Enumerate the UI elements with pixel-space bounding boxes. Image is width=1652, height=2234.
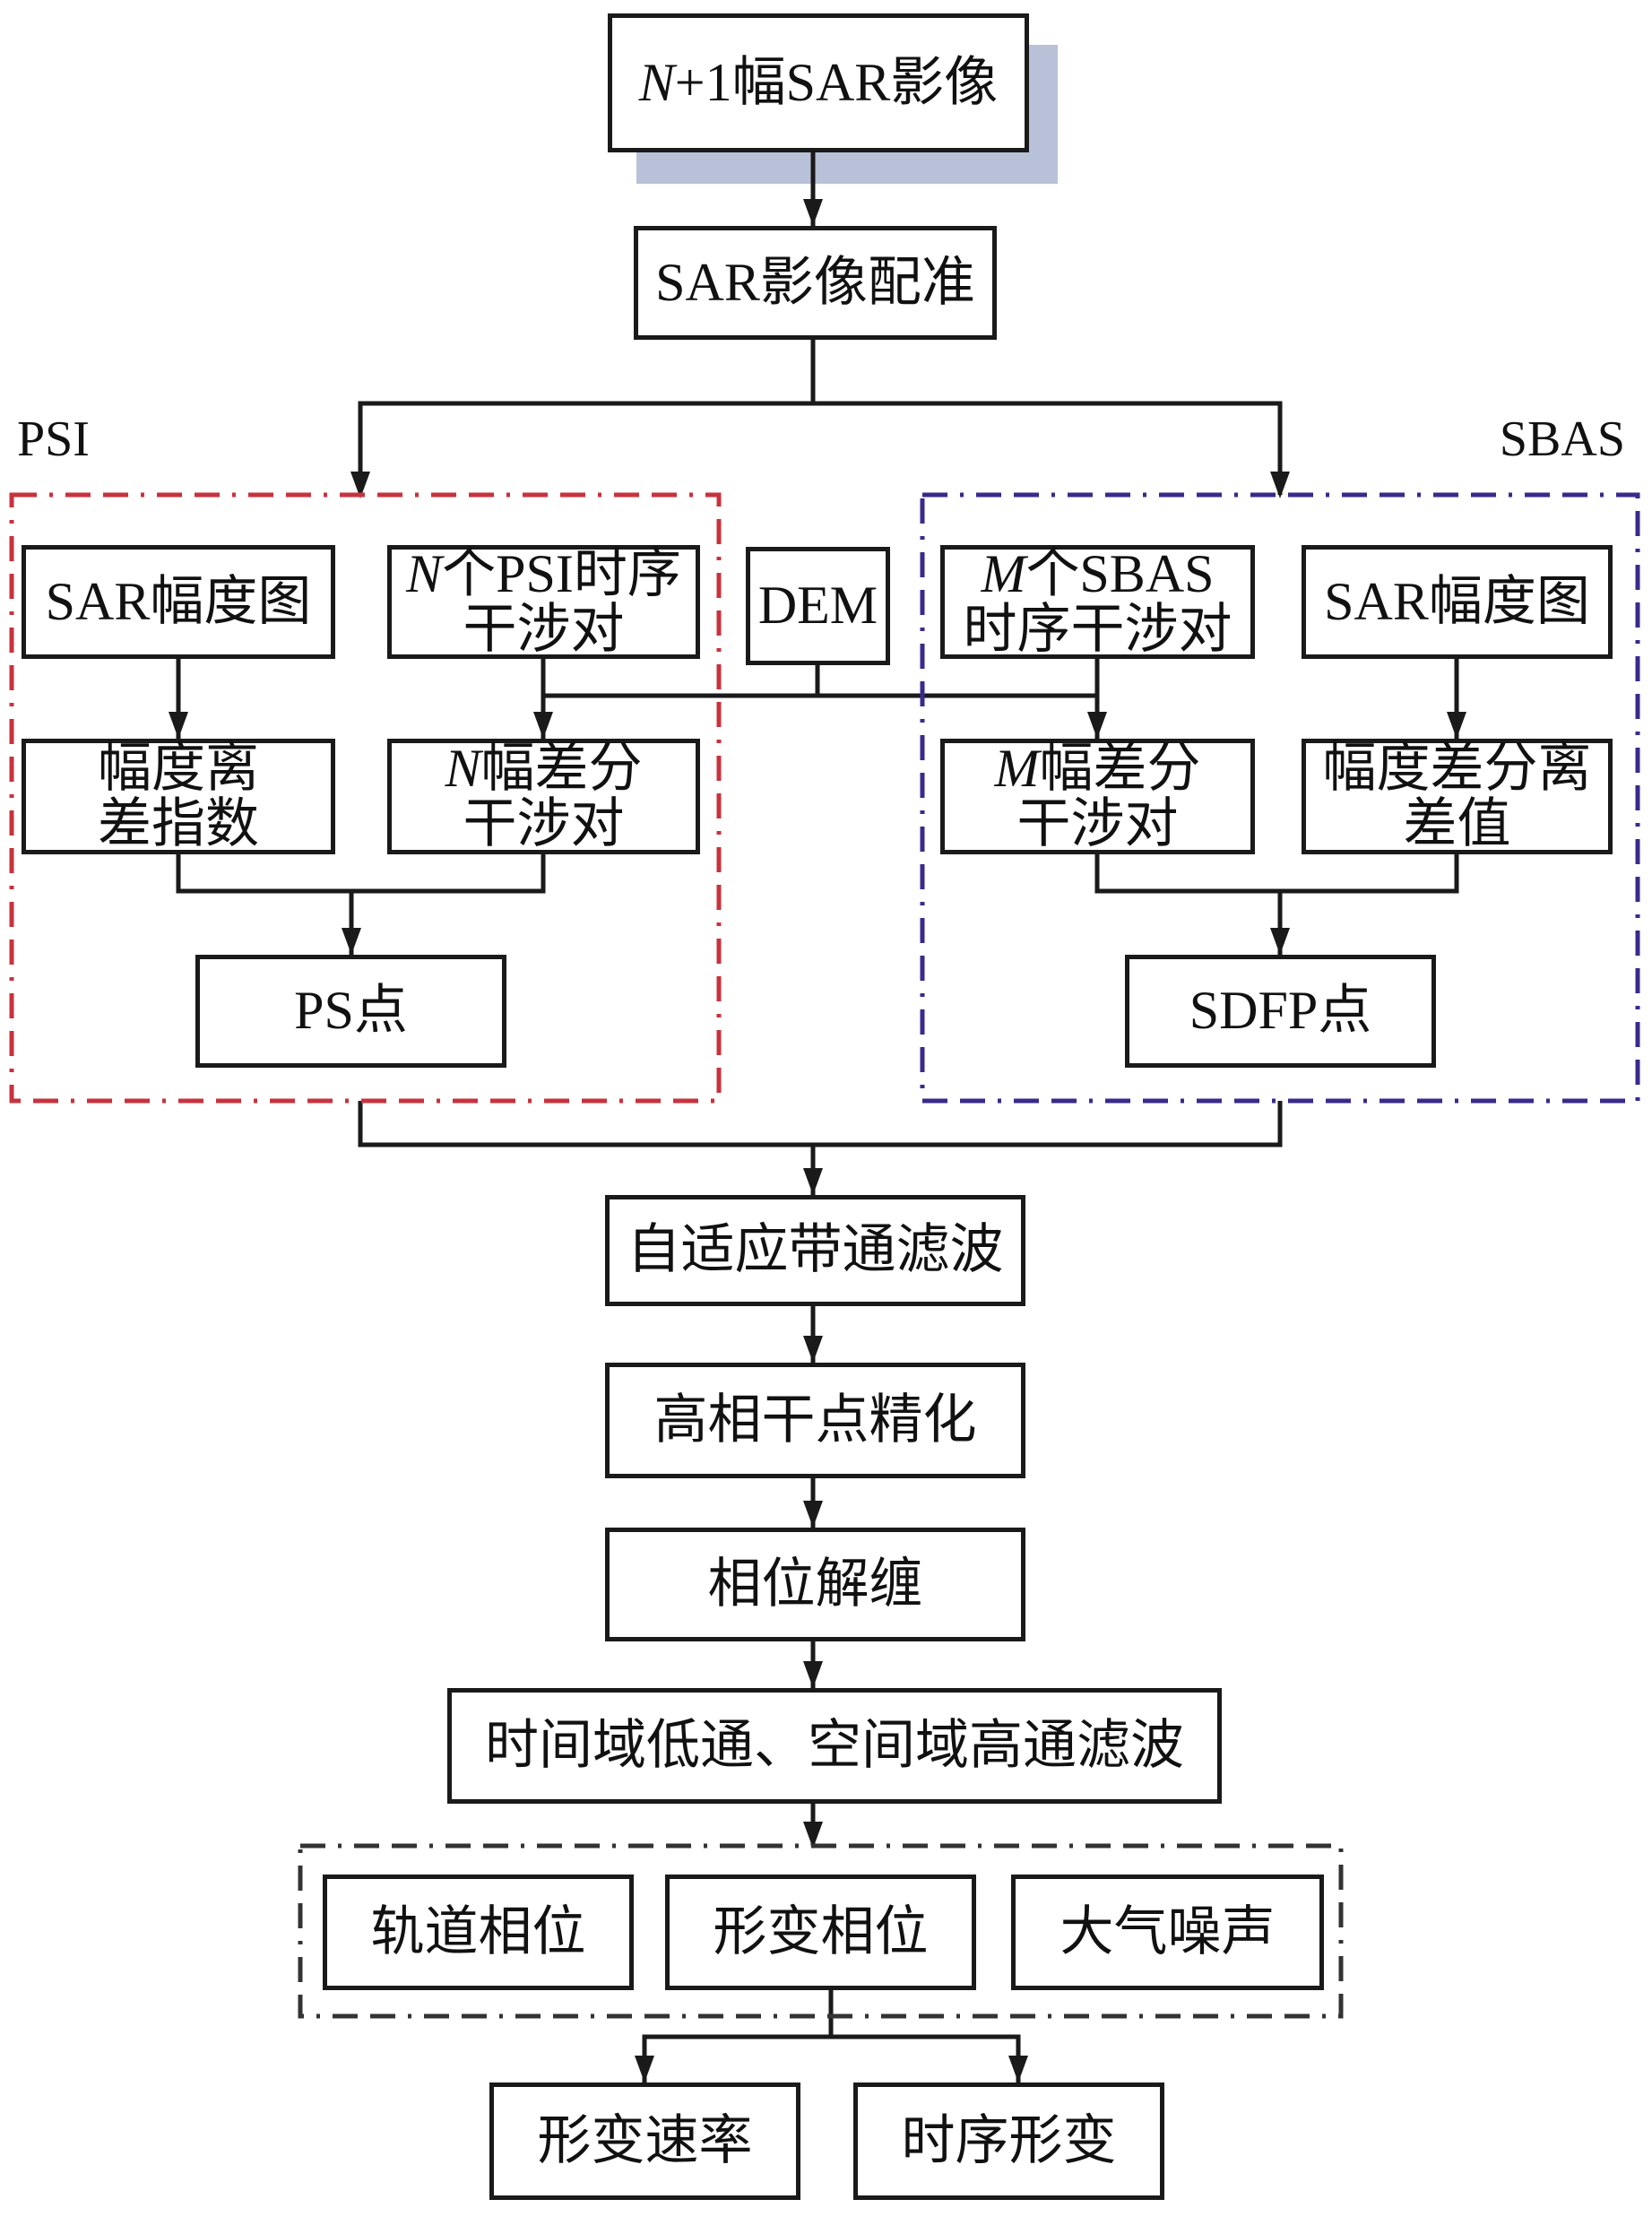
- node-psi-series-pairs[interactable]: N个PSI时序 干涉对: [387, 545, 700, 659]
- node-sdfp-points[interactable]: SDFP点: [1125, 955, 1436, 1068]
- arrowhead-icon: [1447, 712, 1466, 739]
- node-label: 相位解缠: [707, 1554, 923, 1614]
- node-time-series-deformation[interactable]: 时序形变: [853, 2082, 1164, 2200]
- node-high-coherence-refinement[interactable]: 高相干点精化: [605, 1363, 1025, 1478]
- node-label-line2: 干涉对: [463, 793, 625, 853]
- node-label: DEM: [757, 576, 878, 636]
- arrowhead-icon: [803, 1661, 823, 1688]
- arrowhead-icon: [1008, 2056, 1028, 2082]
- node-label-line2: 干涉对: [1016, 793, 1179, 853]
- arrowhead-icon: [1087, 712, 1107, 739]
- node-label-line1: N个PSI时序: [406, 544, 681, 604]
- arrowhead-icon: [1270, 472, 1290, 498]
- node-label: N+1幅SAR影像: [638, 52, 999, 112]
- node-deformation-rate[interactable]: 形变速率: [489, 2082, 800, 2200]
- connector-line-11: [1094, 854, 1459, 894]
- arrowhead-icon: [803, 1336, 823, 1363]
- arrowhead-icon: [803, 199, 823, 226]
- node-amplitude-dispersion-index[interactable]: 幅度离 差指数: [22, 739, 335, 854]
- node-label: 大气噪声: [1060, 1901, 1276, 1961]
- connector-line-13: [358, 1101, 1283, 1147]
- node-label: 形变相位: [713, 1901, 929, 1961]
- node-label: 时序形变: [901, 2110, 1117, 2170]
- node-label: SAR影像配准: [655, 252, 975, 312]
- node-label: 形变速率: [537, 2110, 753, 2170]
- arrowhead-icon: [803, 1168, 823, 1195]
- node-label-line1: N幅差分: [445, 739, 643, 799]
- node-label-line1: 幅度差分离: [1322, 739, 1592, 799]
- node-sbas-amplitude-map[interactable]: SAR幅度图: [1302, 545, 1613, 659]
- connector-line-2: [358, 401, 1283, 495]
- node-label: SDFP点: [1189, 981, 1372, 1041]
- connector-line-20: [642, 2034, 1021, 2082]
- node-psi-diff-interferograms[interactable]: N幅差分 干涉对: [387, 739, 700, 854]
- node-label-line2: 差指数: [98, 793, 259, 853]
- arrowhead-icon: [350, 472, 370, 498]
- sbas-group-label: SBAS: [1499, 411, 1625, 467]
- components-group-frame: [298, 1843, 1344, 2019]
- node-spatiotemporal-filter[interactable]: 时间域低通、空间域高通滤波: [447, 1688, 1222, 1804]
- connector-line-9: [176, 854, 546, 894]
- node-label-line1: 幅度离: [98, 739, 259, 799]
- node-phase-unwrapping[interactable]: 相位解缠: [605, 1528, 1025, 1641]
- arrowhead-icon: [1270, 928, 1290, 955]
- node-deformation-phase[interactable]: 形变相位: [665, 1875, 976, 1990]
- node-sbas-series-pairs[interactable]: M个SBAS 时序干涉对: [940, 545, 1255, 659]
- node-label-line2: 时序干涉对: [963, 599, 1233, 659]
- sbas-group-frame: [920, 492, 1640, 1104]
- node-label: 自适应带通滤波: [627, 1220, 1004, 1280]
- node-label: SAR幅度图: [45, 571, 312, 631]
- arrowhead-icon: [803, 1501, 823, 1528]
- arrowhead-icon: [803, 1822, 823, 1849]
- node-label: 高相干点精化: [653, 1390, 977, 1450]
- node-label: PS点: [294, 981, 408, 1041]
- node-label: 轨道相位: [370, 1901, 586, 1961]
- node-label: 时间域低通、空间域高通滤波: [485, 1715, 1184, 1775]
- node-amplitude-diff-dispersion[interactable]: 幅度差分离 差值: [1302, 739, 1613, 854]
- node-atmospheric-noise[interactable]: 大气噪声: [1011, 1875, 1324, 1990]
- node-sbas-diff-interferograms[interactable]: M幅差分 干涉对: [940, 739, 1255, 854]
- node-label-line2: 干涉对: [463, 599, 625, 659]
- node-sar-registration[interactable]: SAR影像配准: [634, 226, 997, 340]
- arrowhead-icon: [533, 712, 553, 739]
- psi-group-label: PSI: [17, 411, 90, 467]
- node-adaptive-bandpass-filter[interactable]: 自适应带通滤波: [605, 1195, 1025, 1306]
- node-psi-amplitude-map[interactable]: SAR幅度图: [22, 545, 335, 659]
- node-label: SAR幅度图: [1324, 571, 1590, 631]
- node-label-line2: 差值: [1403, 793, 1511, 853]
- arrowhead-icon: [342, 928, 361, 955]
- node-dem[interactable]: DEM: [746, 547, 890, 665]
- node-orbit-phase[interactable]: 轨道相位: [323, 1875, 634, 1990]
- node-label-line1: M个SBAS: [981, 544, 1215, 604]
- node-label-line1: M幅差分: [994, 739, 1201, 799]
- arrowhead-icon: [635, 2056, 654, 2082]
- node-ps-points[interactable]: PS点: [195, 955, 506, 1068]
- psi-group-frame: [9, 492, 722, 1104]
- node-input-sar-images[interactable]: N+1幅SAR影像: [608, 13, 1029, 152]
- arrowhead-icon: [169, 712, 188, 739]
